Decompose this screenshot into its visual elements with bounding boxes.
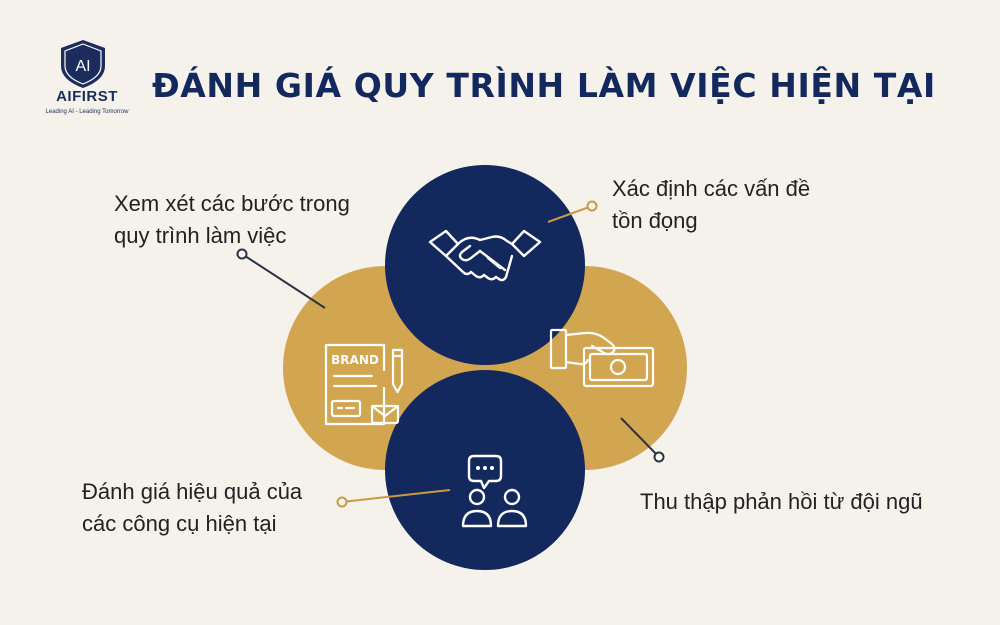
- chat-dots: [476, 466, 494, 470]
- aifirst-logo: AI AIFIRST Leading AI - Leading Tomorrow: [28, 38, 146, 122]
- label-collect-feedback-line1: Thu thập phản hồi từ đội ngũ: [640, 489, 923, 514]
- hand-money-icon: [549, 328, 655, 388]
- label-review-steps: Xem xét các bước trong quy trình làm việ…: [114, 188, 350, 252]
- shield-logo-icon: AI: [61, 40, 105, 88]
- label-evaluate-tools-line1: Đánh giá hiệu quả của: [82, 479, 303, 504]
- label-identify-issues: Xác định các vấn đề tồn đọng: [612, 173, 810, 237]
- label-identify-issues-line2: tồn đọng: [612, 208, 698, 233]
- handshake-icon: [428, 229, 542, 282]
- brand-label: BRAND: [331, 353, 379, 367]
- logo-name: AIFIRST: [56, 88, 118, 105]
- circle-top: [385, 165, 585, 365]
- logo-mark-text: AI: [75, 58, 90, 75]
- label-collect-feedback: Thu thập phản hồi từ đội ngũ: [640, 486, 923, 518]
- label-evaluate-tools-line2: các công cụ hiện tại: [82, 511, 277, 536]
- label-identify-issues-line1: Xác định các vấn đề: [612, 176, 811, 201]
- label-evaluate-tools: Đánh giá hiệu quả của các công cụ hiện t…: [82, 476, 302, 540]
- label-review-steps-line1: Xem xét các bước trong: [114, 191, 350, 216]
- brand-document-icon: BRAND: [324, 343, 404, 426]
- connector-left: [236, 248, 326, 309]
- connector-top-right: [547, 200, 598, 223]
- logo-tagline: Leading AI - Leading Tomorrow: [45, 109, 129, 115]
- connector-bottom-left: [336, 489, 451, 508]
- page-title: ĐÁNH GIÁ QUY TRÌNH LÀM VIỆC HIỆN TẠI: [152, 66, 936, 105]
- connector-right: [620, 417, 665, 463]
- users-chat-icon: [461, 454, 528, 528]
- label-review-steps-line2: quy trình làm việc: [114, 223, 287, 248]
